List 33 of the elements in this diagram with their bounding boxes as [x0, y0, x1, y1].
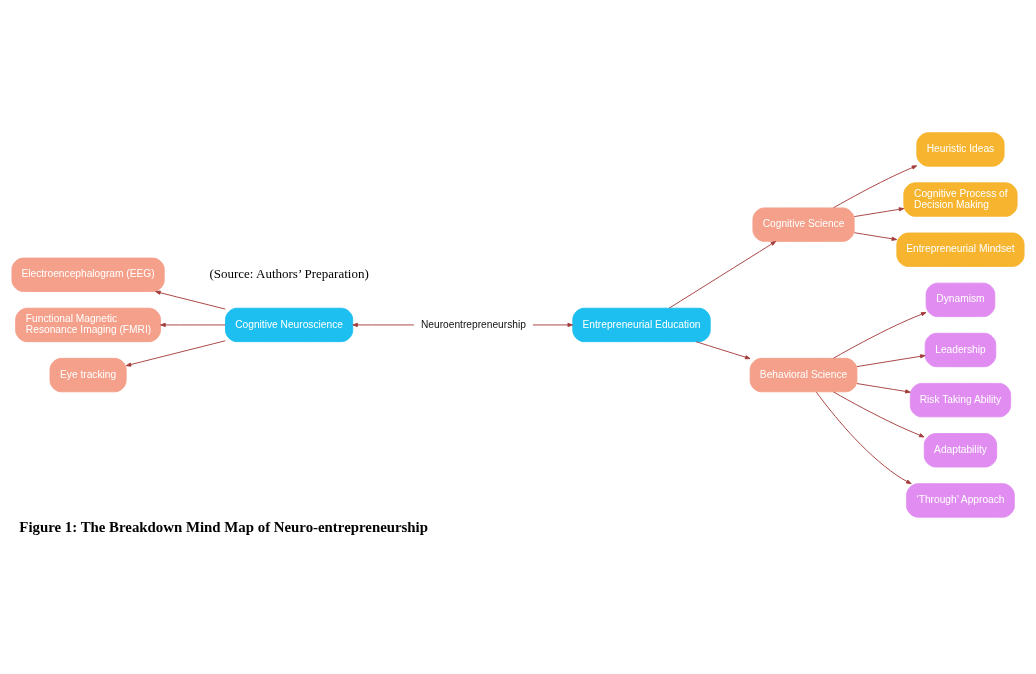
arrow	[125, 340, 226, 367]
arrow	[853, 232, 898, 241]
node-box: Functional Magnetic Resonance Imaging (FMRI)	[15, 307, 161, 343]
node-box: Adaptability	[923, 433, 998, 468]
arrow	[856, 354, 926, 368]
node-text: Neuroentrepreneurship	[420, 318, 526, 330]
arrow	[695, 341, 751, 360]
node-box: Cognitive Process of Decision Making	[903, 182, 1018, 217]
arrow	[155, 290, 226, 310]
node-box: Electroencephalogram (EEG)	[11, 257, 165, 292]
node-box: Behavioral Science	[749, 357, 858, 393]
arrow	[853, 207, 905, 218]
arrow	[532, 322, 573, 327]
arrow	[833, 165, 918, 209]
arrow	[352, 322, 415, 327]
node-box: Eye tracking	[49, 357, 127, 393]
node-box: Entrepreneurial Mindset	[896, 232, 1025, 267]
node-box: Heuristic Ideas	[916, 132, 1005, 167]
node-box: Cognitive Neuroscience	[225, 307, 354, 343]
arrow	[668, 241, 777, 309]
node-box: Cognitive Science	[752, 207, 855, 242]
node-box: ‘Through’ Approach	[906, 483, 1015, 518]
arrow	[815, 391, 912, 485]
caption: Figure 1: The Breakdown Mind Map of Neuro-entrepreneurship	[19, 518, 428, 535]
node-box: Entrepreneurial Education	[572, 307, 711, 343]
arrow	[160, 322, 226, 327]
label: (Source: Authors’ Preparation)	[209, 266, 369, 282]
arrow	[833, 391, 925, 438]
arrow	[833, 311, 927, 359]
node-box: Dynamism	[925, 282, 996, 318]
node-box: Risk Taking Ability	[909, 382, 1012, 418]
node-box: Leadership	[924, 332, 997, 368]
arrow	[856, 383, 911, 394]
